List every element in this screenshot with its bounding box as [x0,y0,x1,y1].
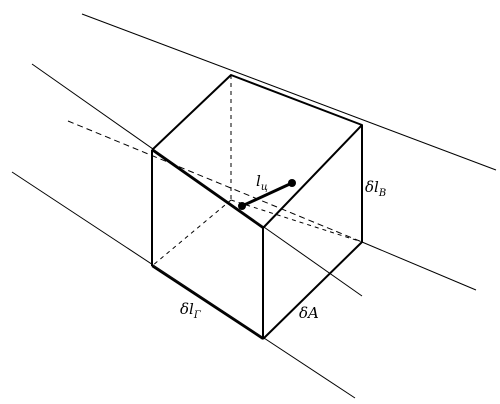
hidden-edge-right [230,199,363,243]
label-l-main: l [256,172,261,190]
cube-hidden-edges [151,75,363,267]
label-delta-l-b-sub: B [378,188,386,199]
cube-visible-edges [151,74,363,340]
label-l-sub: ц [261,182,268,193]
label-delta-a: δA [299,304,319,322]
cube-edge-bottom-left [151,265,264,340]
label-delta-l-b-main: δl [365,178,379,196]
segment-line [241,181,293,208]
ray-line-dashed [67,120,363,243]
label-delta-l-gamma-main: δl [180,300,194,318]
hidden-edge-left [151,199,232,267]
cube-edge-bottom-right [262,241,363,340]
label-delta-l-gamma: δlΓ [180,300,202,321]
ray-line-upper-left [31,63,363,297]
label-l: lц [256,172,268,193]
segment-endpoint-left [238,202,246,210]
inner-segment [238,179,296,210]
cube-top-face [151,74,363,229]
ray-line-top [81,13,497,171]
segment-endpoint-right [288,179,296,187]
label-delta-l-gamma-sub: Γ [193,310,202,321]
ray-lines [11,13,497,399]
ray-line-bottom-left [11,171,356,399]
label-delta-l-b: δlB [365,178,386,199]
ray-line-right [361,241,477,291]
